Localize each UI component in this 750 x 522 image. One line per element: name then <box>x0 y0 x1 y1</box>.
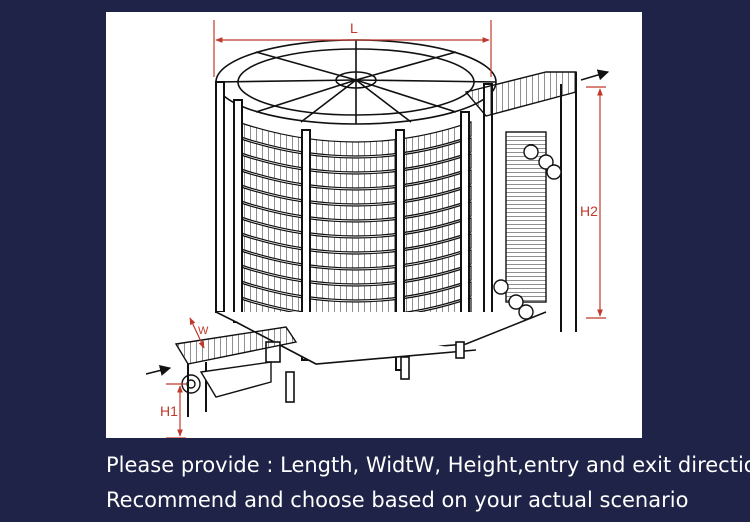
frame-posts <box>215 81 493 371</box>
spiral-tiers <box>237 121 472 333</box>
dimension-label-width: W <box>198 325 209 337</box>
entry-conveyor <box>174 326 298 417</box>
dimension-lines <box>166 20 606 438</box>
caption-requirements: Please provide : Length, WidtW, Height,e… <box>106 453 750 477</box>
spiral-conveyor-diagram: L W H2 H1 <box>106 12 642 438</box>
top-frame <box>215 39 497 125</box>
exit-direction-arrow <box>580 69 610 81</box>
base-frame <box>215 311 547 403</box>
exit-conveyor <box>464 71 577 332</box>
diagram-drawing <box>145 20 610 438</box>
dimension-label-h2: H2 <box>580 203 598 219</box>
caption-recommendation: Recommend and choose based on your actua… <box>106 488 689 512</box>
dimension-label-length: L <box>350 20 358 36</box>
dimension-label-h1: H1 <box>160 403 178 419</box>
entry-direction-arrow <box>145 365 172 376</box>
